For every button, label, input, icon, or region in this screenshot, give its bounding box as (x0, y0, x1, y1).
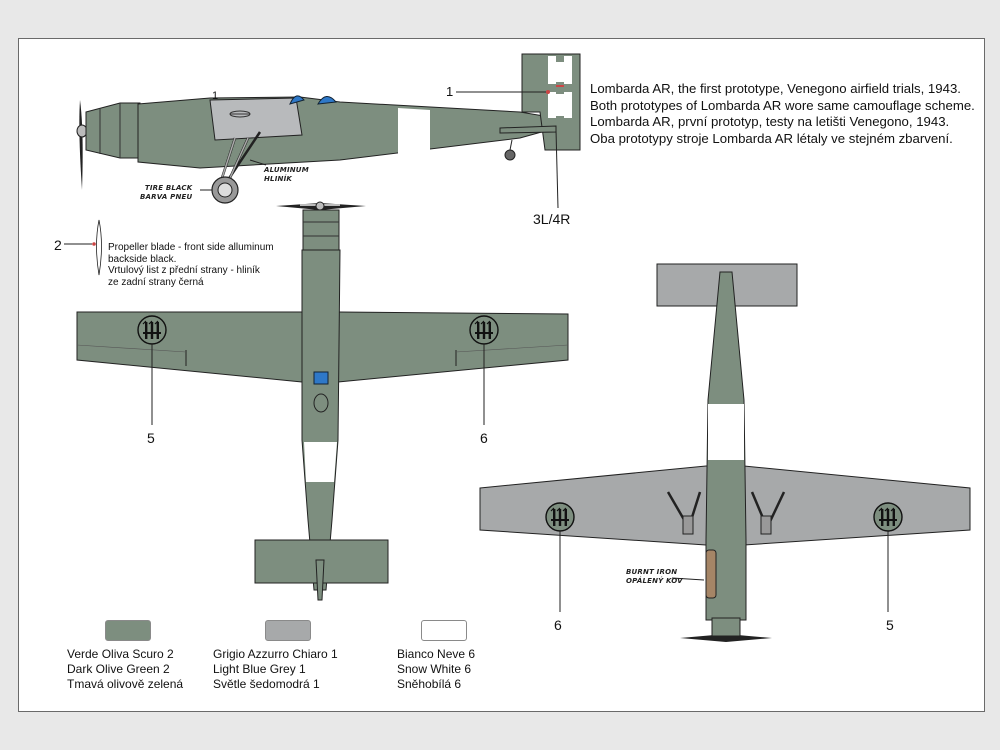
legend-text: Sněhobílá 6 (397, 677, 462, 691)
legend-text: Light Blue Grey 1 (213, 662, 306, 676)
side-fuselage (137, 96, 557, 169)
bottom-view (479, 263, 971, 642)
callout-5-top: 5 (147, 430, 155, 446)
top-white-band (304, 442, 337, 482)
description-line: Lombarda AR, první prototyp, testy na le… (590, 114, 950, 129)
description: Lombarda AR, the first prototype, Venego… (590, 81, 975, 147)
callout-3l-4r: 3L/4R (533, 211, 571, 227)
legend-text: Světle šedomodrá 1 (213, 677, 320, 691)
note-line: backside black. (108, 253, 177, 265)
tire-label-cz: BARVA PNEU (140, 193, 193, 201)
legend-swatch-olive (105, 620, 151, 641)
legend-text: Bianco Neve 6 (397, 647, 476, 661)
fasces-roundel-left (137, 315, 167, 345)
tire-label-en: TIRE BLACK (144, 184, 193, 192)
description-line: Both prototypes of Lombarda AR wore same… (590, 97, 975, 113)
legend-white: Bianco Neve 6 Snow White 6 Sněhobílá 6 (397, 647, 475, 692)
legend-swatch-white (421, 620, 467, 641)
burnt-iron-exhaust (705, 549, 717, 599)
aluminum-label-en: ALUMINUM (264, 166, 309, 174)
white-fuselage-band (398, 108, 430, 157)
aluminum-wing-root (209, 97, 303, 141)
propeller-note: Propeller blade - front side alluminum b… (108, 242, 274, 288)
fasces-roundel-bottom-left (545, 502, 575, 532)
legend-text: Grigio Azzurro Chiaro 1 (213, 647, 338, 661)
fasces-roundel-right (469, 315, 499, 345)
top-engine (302, 209, 340, 251)
burnt-iron-label-cz: OPÁLENÝ KOV (626, 577, 683, 585)
description-line: Lombarda AR, the first prototype, Venego… (590, 81, 961, 96)
note-line: Propeller blade - front side alluminum (108, 242, 274, 253)
note-line: Vrtulový list z přední strany - hliník (108, 265, 260, 276)
bottom-white-band (708, 404, 744, 460)
legend-text: Dark Olive Green 2 (67, 662, 170, 676)
canopy-rear (317, 96, 337, 105)
legend-swatch-grey (265, 620, 311, 641)
top-mark: 1 (212, 90, 219, 102)
top-view (64, 201, 569, 601)
description-line: Oba prototypy stroje Lombarda AR létaly … (590, 130, 953, 146)
fasces-roundel-bottom-right (873, 502, 903, 532)
note-line: ze zadní strany černá (108, 276, 204, 288)
legend-text: Snow White 6 (397, 662, 472, 676)
legend-text: Tmavá olivově zelená (67, 677, 184, 691)
callout-6-top: 6 (480, 430, 488, 446)
legend-olive: Verde Oliva Scuro 2 Dark Olive Green 2 T… (67, 647, 183, 692)
aluminum-label-cz: HLINÍK (264, 175, 293, 183)
aluminum-label: ALUMINUM HLINÍK (264, 166, 309, 184)
legend-grey: Grigio Azzurro Chiaro 1 Light Blue Grey … (213, 647, 338, 692)
callout-2: 2 (54, 237, 62, 253)
burnt-iron-label-en: BURNT IRON (626, 568, 678, 576)
bottom-propeller (680, 634, 772, 642)
propeller-blade-detail (96, 219, 102, 276)
callout-5-bottom: 5 (886, 617, 894, 633)
callout-6-bottom: 6 (554, 617, 562, 633)
side-propeller (79, 100, 83, 190)
burnt-iron-label: BURNT IRON OPÁLENÝ KOV (626, 568, 683, 586)
top-fuselage (301, 249, 341, 591)
tire-label: TIRE BLACK BARVA PNEU (140, 184, 192, 202)
canopy-front (289, 95, 305, 105)
legend-text: Verde Oliva Scuro 2 (67, 647, 174, 661)
top-canopy (313, 371, 329, 385)
callout-1: 1 (446, 84, 454, 99)
side-view (76, 53, 581, 209)
